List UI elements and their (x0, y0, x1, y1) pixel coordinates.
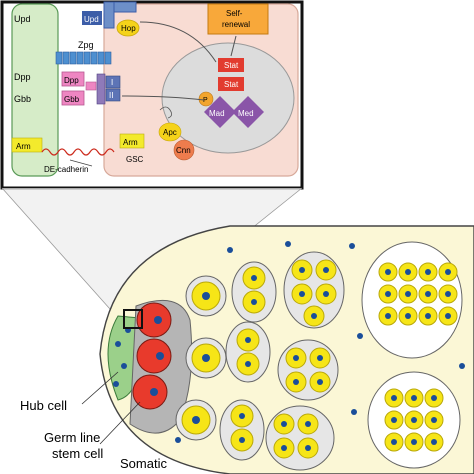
arm-gsc (119, 133, 145, 149)
germ-line-label-1: Germ line (44, 430, 100, 445)
stat-bottom-label: Stat (224, 80, 239, 89)
self-renewal-box (207, 3, 269, 35)
stat-to-renewal-arrow (230, 35, 237, 57)
receptor-type2 (105, 88, 121, 102)
self-renewal-line1: Self- (226, 9, 243, 18)
stat-top (218, 58, 244, 72)
upd-ligand-label: Upd (84, 15, 99, 24)
hub-cell-label: Hub cell (20, 398, 67, 413)
gbb-ligand (61, 90, 85, 106)
de-cadherin-strand (41, 148, 115, 156)
stat-top-label: Stat (224, 61, 239, 70)
mad-label: Mad (209, 109, 225, 118)
hub-upd-label: Upd (14, 14, 31, 24)
upd-receptor-top (113, 1, 137, 13)
gsc-2 (136, 338, 172, 374)
zoom-box (123, 309, 143, 329)
de-cadherin-label: DE-cadherin (44, 165, 88, 174)
hub-cell-leader (81, 371, 119, 405)
germline-leader (99, 401, 141, 445)
hub-gbb-label: Gbb (14, 94, 31, 104)
arm-hub-label: Arm (16, 142, 31, 151)
arm-hub (11, 137, 43, 153)
hub-dpp-label: Dpp (14, 72, 31, 82)
large-cyst-cells-2 (384, 388, 444, 452)
apc-label: Apc (163, 128, 177, 137)
zpg-gap-junction (55, 51, 112, 65)
hop-to-stat-arrow (139, 21, 217, 63)
hop-label: Hop (121, 24, 136, 33)
dpp-ligand-label: Dpp (64, 76, 79, 85)
med-diamond (232, 96, 264, 128)
inset-panel: Upd Dpp Gbb Upd Hop Zpg Dpp Gbb I (0, 0, 304, 190)
upd-ligand (82, 11, 102, 25)
med-label: Med (238, 109, 254, 118)
cnn (173, 139, 195, 161)
phospho-label: P (203, 97, 208, 104)
somatic-label: Somatic (120, 456, 167, 471)
zoom-wedge (2, 188, 302, 318)
receptor-type1-label: I (111, 78, 113, 87)
self-renewal-line2: renewal (222, 20, 250, 29)
receptor-to-mad-arrow (121, 95, 205, 101)
germ-line-label-2: stem cell (52, 446, 103, 461)
hub-cell-region (11, 3, 59, 177)
cnn-label: Cnn (176, 146, 191, 155)
microtubule-squiggle (159, 106, 172, 119)
de-cadherin-leader (69, 159, 93, 167)
zpg-label: Zpg (78, 40, 94, 50)
stat-bottom (218, 77, 244, 91)
large-cyst-cells (378, 262, 458, 326)
mad-diamond (204, 96, 236, 128)
gsc-label: GSC (126, 155, 144, 164)
apc (158, 122, 182, 142)
gbb-ligand-label: Gbb (64, 95, 80, 104)
upd-receptor (103, 1, 115, 29)
hop-kinase (116, 19, 140, 37)
receptor-type2-label: II (109, 91, 113, 100)
gsc-nucleus (161, 42, 295, 154)
tissue (99, 225, 474, 474)
arm-gsc-label: Arm (123, 138, 138, 147)
dpp-ligand (61, 71, 85, 87)
ligand-linker (85, 81, 97, 91)
zoom-line-left (1, 187, 119, 319)
receptor-type1 (105, 75, 121, 89)
receptor-dimer-outer (96, 73, 106, 105)
